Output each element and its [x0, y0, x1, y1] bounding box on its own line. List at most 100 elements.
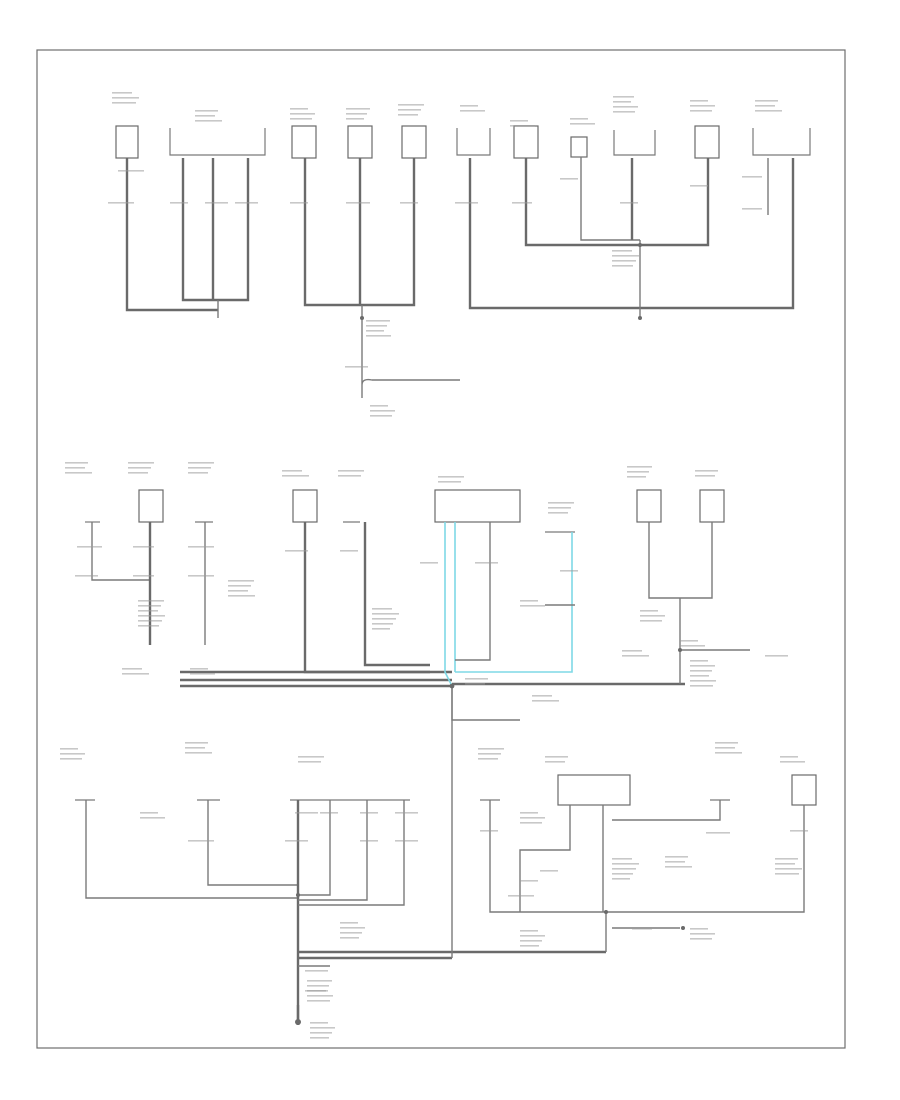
illegible-label-mark: [185, 752, 212, 754]
illegible-label-mark: [346, 118, 364, 120]
ground-wire-43: [606, 805, 805, 913]
illegible-label-mark: [775, 863, 795, 865]
illegible-label-mark: [346, 202, 370, 204]
illegible-label-mark: [775, 868, 802, 870]
illegible-label-mark: [690, 933, 715, 935]
illegible-label-mark: [690, 185, 708, 187]
illegible-label-mark: [346, 108, 370, 110]
illegible-label-mark: [370, 410, 395, 412]
illegible-label-mark: [305, 970, 328, 972]
illegible-label-mark: [755, 100, 778, 102]
illegible-label-mark: [520, 880, 538, 882]
ground-wire-10: [468, 158, 640, 310]
illegible-label-mark: [112, 102, 136, 104]
component-7: [694, 125, 720, 159]
illegible-label-mark: [190, 668, 208, 670]
ground-wire-23: [455, 522, 491, 661]
ground-wire-4: [218, 158, 250, 302]
ground-splice-3: [638, 316, 642, 320]
connector-bracket-4: [752, 128, 811, 156]
illegible-label-mark: [188, 462, 214, 464]
illegible-label-mark: [138, 615, 165, 617]
ground-wire-18: [91, 522, 150, 581]
component-11: [636, 489, 662, 523]
component-1: [115, 125, 139, 159]
illegible-label-mark: [340, 932, 362, 934]
illegible-label-mark: [548, 502, 574, 504]
illegible-label-mark: [715, 742, 738, 744]
ground-wire-31: [85, 800, 298, 899]
illegible-label-mark: [612, 873, 633, 875]
illegible-label-mark: [65, 467, 85, 469]
illegible-label-mark: [775, 873, 799, 875]
illegible-label-mark: [420, 562, 438, 564]
illegible-label-mark: [548, 512, 568, 514]
illegible-label-marks: [60, 92, 808, 1039]
component-2: [291, 125, 317, 159]
illegible-label-mark: [398, 109, 421, 111]
ground-wire-2: [181, 158, 218, 302]
illegible-label-mark: [690, 105, 715, 107]
illegible-label-mark: [690, 680, 716, 682]
illegible-label-mark: [622, 650, 642, 652]
illegible-label-mark: [138, 625, 159, 627]
illegible-label-mark: [398, 114, 418, 116]
illegible-label-mark: [340, 550, 358, 552]
illegible-label-mark: [290, 202, 308, 204]
illegible-label-mark: [108, 202, 134, 204]
illegible-label-mark: [640, 615, 665, 617]
ground-wire-22: [363, 522, 430, 667]
illegible-label-mark: [520, 817, 545, 819]
illegible-label-mark: [690, 938, 712, 940]
illegible-label-mark: [60, 748, 78, 750]
illegible-label-mark: [366, 320, 390, 322]
illegible-label-mark: [228, 585, 251, 587]
illegible-label-mark: [680, 640, 698, 642]
illegible-label-mark: [545, 761, 565, 763]
ground-wire-42: [612, 800, 721, 821]
illegible-label-mark: [478, 748, 504, 750]
illegible-label-mark: [690, 685, 713, 687]
illegible-label-mark: [320, 812, 338, 814]
illegible-label-mark: [228, 580, 254, 582]
illegible-label-mark: [612, 868, 636, 870]
illegible-label-mark: [512, 202, 532, 204]
illegible-label-mark: [520, 930, 538, 932]
illegible-label-mark: [532, 695, 552, 697]
ground-wire-5: [303, 158, 362, 307]
component-5: [513, 125, 539, 159]
illegible-label-mark: [520, 600, 538, 602]
illegible-label-mark: [398, 104, 424, 106]
illegible-label-mark: [282, 475, 309, 477]
illegible-label-mark: [295, 812, 318, 814]
illegible-label-mark: [478, 758, 498, 760]
illegible-label-mark: [298, 756, 324, 758]
illegible-label-mark: [366, 335, 391, 337]
illegible-label-mark: [282, 470, 302, 472]
illegible-label-mark: [612, 250, 632, 252]
diagram-border: [36, 49, 846, 1049]
illegible-label-mark: [298, 761, 321, 763]
illegible-label-mark: [612, 863, 639, 865]
illegible-label-mark: [366, 330, 384, 332]
section-bottom: [75, 774, 817, 1025]
illegible-label-mark: [122, 673, 149, 675]
illegible-label-mark: [140, 812, 158, 814]
illegible-label-mark: [75, 575, 98, 577]
illegible-label-mark: [613, 111, 635, 113]
illegible-label-mark: [742, 176, 762, 178]
illegible-label-mark: [613, 106, 638, 108]
ground-splice-5: [449, 683, 455, 689]
illegible-label-mark: [128, 472, 148, 474]
illegible-label-mark: [366, 325, 387, 327]
illegible-label-mark: [560, 178, 578, 180]
illegible-label-mark: [695, 475, 715, 477]
illegible-label-mark: [133, 575, 154, 577]
ground-splice-1: [360, 316, 364, 320]
illegible-label-mark: [520, 945, 539, 947]
illegible-label-mark: [690, 100, 708, 102]
illegible-label-mark: [340, 927, 365, 929]
illegible-label-mark: [338, 470, 364, 472]
illegible-label-mark: [340, 937, 359, 939]
illegible-label-mark: [690, 670, 712, 672]
